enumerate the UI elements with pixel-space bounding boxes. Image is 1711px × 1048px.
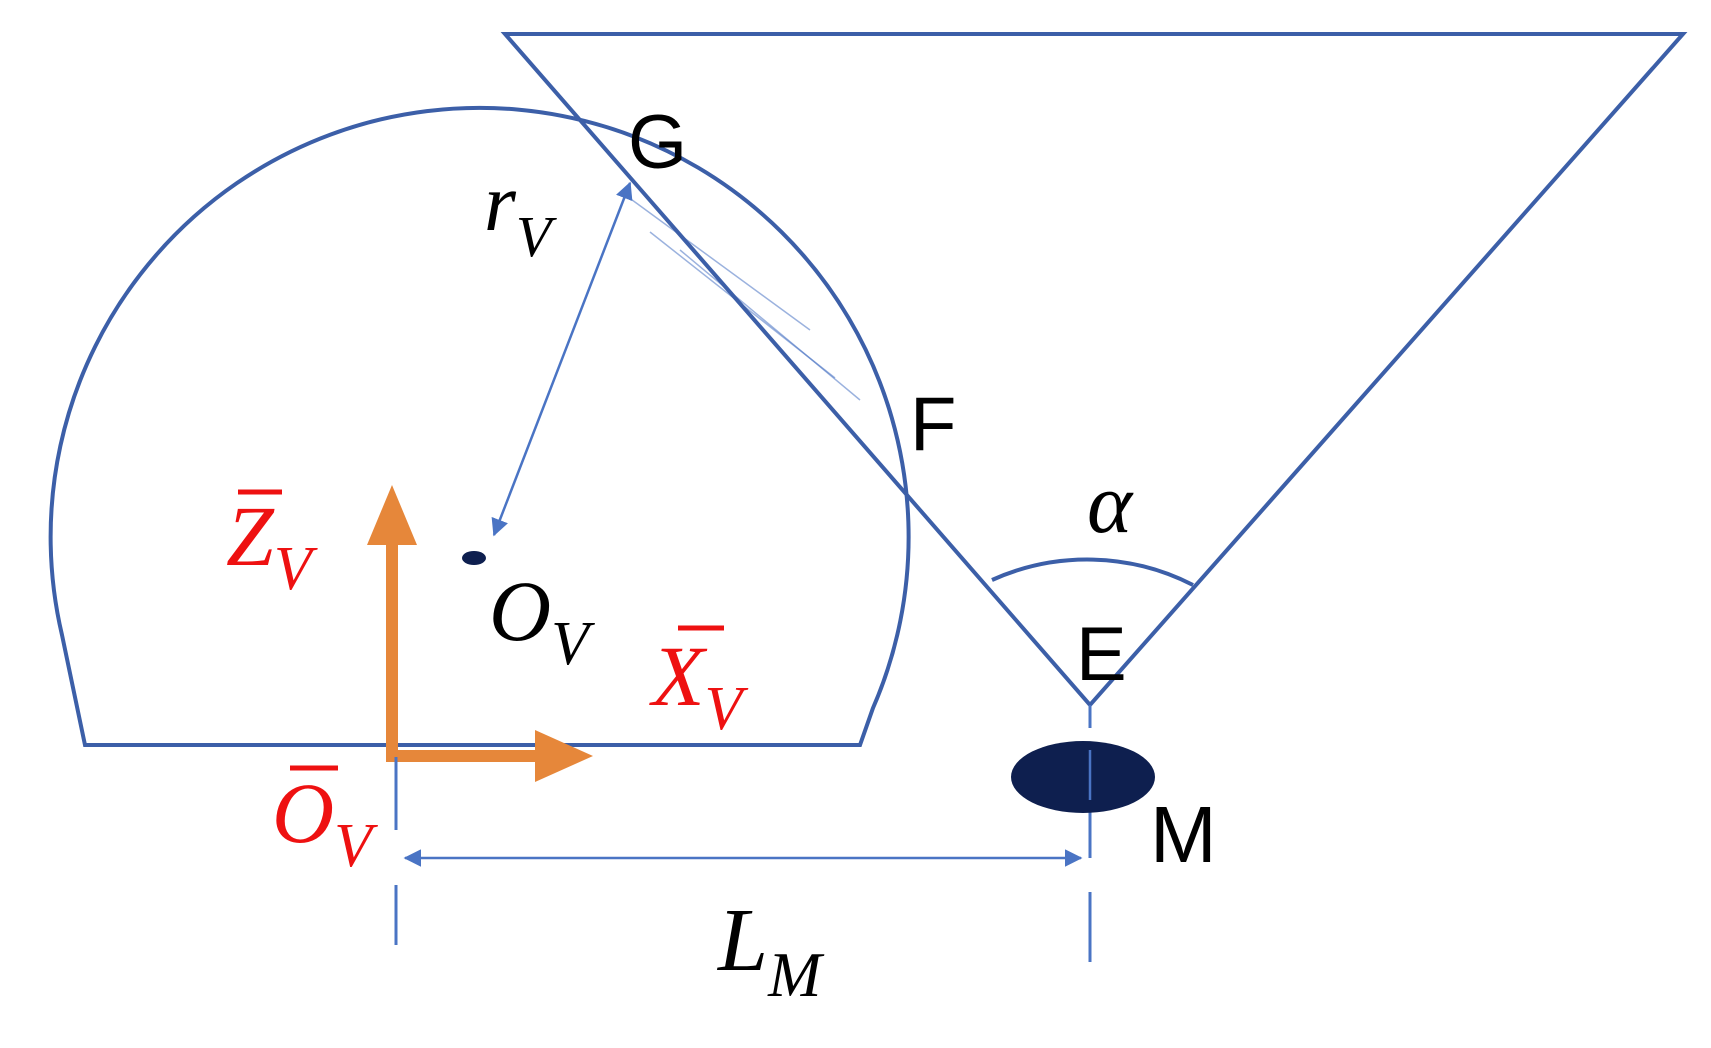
svg-text:OV: OV: [272, 765, 378, 880]
marker-ellipse-icon: [1011, 741, 1155, 813]
x-axis-label: XV: [649, 625, 749, 743]
point-label-f: F: [910, 382, 956, 467]
cone-triangle: [500, 32, 1688, 709]
point-label-m: M: [1150, 790, 1217, 879]
overlap-hatch: [627, 196, 861, 401]
x-axis-arrow-icon: [386, 730, 593, 782]
center-point: [462, 551, 486, 565]
origin-axis-label: OV: [272, 765, 378, 880]
angle-label: α: [1087, 455, 1134, 551]
distance-label: LM: [716, 891, 825, 1010]
angle-alpha-arc: [991, 557, 1194, 587]
center-label: OV: [489, 563, 595, 678]
svg-text:XV: XV: [649, 628, 749, 743]
svg-text:ZV: ZV: [226, 488, 318, 603]
point-label-g: G: [628, 100, 687, 185]
vehicle-section-outline: [48, 105, 911, 747]
z-axis-arrow-icon: [367, 485, 417, 750]
z-axis-label: ZV: [226, 488, 318, 603]
radius-label: rV: [484, 157, 558, 269]
radius-arrow: [491, 181, 633, 537]
point-label-e: E: [1076, 612, 1127, 697]
